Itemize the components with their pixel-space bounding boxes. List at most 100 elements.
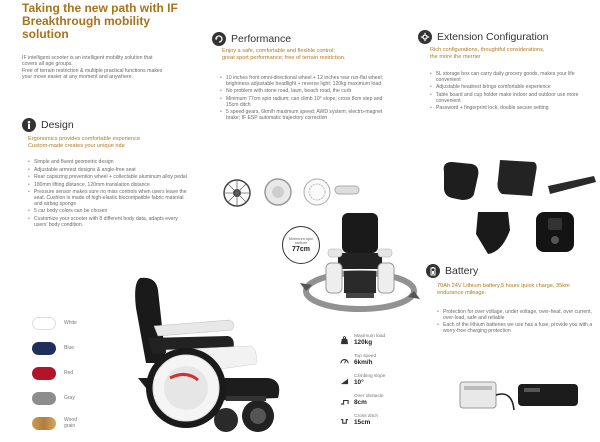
performance-bullet: No problem with stone road, lawn, beach … — [220, 89, 396, 96]
extension-sub-line: the more the merrier — [430, 54, 481, 60]
battery-charger-images — [459, 381, 578, 411]
extension-bullet: Table board and cup holder make indoor a… — [430, 92, 592, 105]
spec-item: Cross ditch 15cm — [340, 410, 385, 430]
color-swatch-gray[interactable] — [32, 391, 56, 405]
performance-bullet: Minimum 77cm spin radium; can climb 10° … — [220, 96, 396, 109]
spec-value: 10° — [354, 379, 364, 387]
extension-subtitle: Rich configurations, thoughtful consider… — [430, 47, 590, 61]
battery-subtitle: 70Ah 24V Lithium battery,5 hours quick c… — [437, 283, 597, 297]
spec-item: Climbing slope 10° — [340, 370, 385, 390]
spec-item: Maximum load 120kg — [340, 330, 385, 350]
design-sub-line: Ergonomics provides comfortable experien… — [28, 136, 140, 142]
ditch-icon — [340, 418, 349, 424]
color-option[interactable]: Blue — [32, 337, 86, 359]
table-board-image — [548, 176, 596, 194]
battery-sub-line: endurance mileage. — [437, 290, 487, 296]
spec-value: 15cm — [354, 419, 371, 427]
accessory-images — [443, 160, 596, 254]
color-label: Wood grain — [64, 417, 77, 429]
intro-text: IF intelligent scooter is an intelligent… — [22, 55, 202, 81]
extension-sub-line: Rich configurations, thoughtful consider… — [430, 47, 545, 53]
spec-label: Over obstacle — [354, 393, 384, 399]
design-bullet: Rear capsizing prevention wheel + collec… — [28, 174, 190, 181]
wheel-images — [223, 178, 360, 207]
design-icon — [22, 118, 36, 132]
design-subtitle: Ergonomics provides comfortable experien… — [28, 136, 208, 150]
extension-title: Extension Configuration — [437, 31, 549, 43]
performance-icon — [212, 32, 226, 46]
spin-radius-badge: Minimum spin radium 77cm — [282, 226, 320, 264]
design-bullet: Customize your scooter with 8 different … — [28, 216, 190, 229]
omni-wheel-image — [223, 179, 251, 207]
color-swatch-wood[interactable] — [32, 416, 56, 430]
cup-holder-image — [476, 212, 510, 254]
color-swatch-white[interactable] — [32, 316, 56, 330]
tire-tread-image — [334, 185, 360, 195]
design-bullet: Pressure sensor makes sure no miss contr… — [28, 189, 190, 208]
performance-bullet: 10 inches front omni-directional wheel +… — [220, 75, 396, 88]
intro-section: Taking the new path with IF Breakthrough… — [22, 2, 192, 41]
spec-label: Cross ditch — [354, 413, 378, 419]
battery-icon — [426, 264, 440, 278]
color-label: Gray — [64, 395, 75, 401]
extension-bullet: Adjustable headrest brings comfortable e… — [430, 85, 592, 92]
battery-header: Battery — [426, 264, 478, 278]
intro-text-line: your move easier at any moment and anywh… — [22, 74, 134, 81]
performance-title: Performance — [231, 33, 292, 45]
color-option[interactable]: Wood grain — [32, 412, 86, 434]
battery-bullet: Protection for over voltage, under volta… — [437, 309, 595, 322]
intro-text-line: Free of terrain restriction & multiple p… — [22, 67, 163, 74]
intro-title-line1: Taking the new path with IF — [22, 1, 178, 15]
spec-value: 6km/h — [354, 359, 373, 367]
color-swatch-red[interactable] — [32, 366, 56, 380]
spin-label-line1: Minimum spin — [288, 235, 314, 241]
performance-sub-line: great sport performance; free of terrain… — [222, 55, 346, 61]
design-header: Design — [22, 118, 74, 132]
design-bullet: Simple and fluent geometric design — [28, 159, 190, 166]
intro-text-line: IF intelligent scooter is an intelligent… — [22, 55, 153, 61]
slope-icon — [340, 378, 349, 384]
headrest-image — [497, 160, 537, 196]
intro-text-line: covers all age groups. — [22, 61, 73, 68]
design-bullets: Simple and fluent geometric design Adjus… — [28, 159, 190, 230]
spec-value: 120kg — [354, 339, 373, 347]
extension-icon — [418, 30, 432, 44]
side-wheel-image — [303, 178, 331, 206]
extension-bullet: Password + fingerprint lock, double secu… — [430, 105, 592, 112]
color-label: Blue — [64, 345, 75, 351]
speed-icon — [340, 358, 349, 363]
battery-bullet: Each of the lithium batteries we use has… — [437, 323, 595, 335]
performance-bullets: 10 inches front omni-directional wheel +… — [220, 75, 396, 124]
performance-bullet: 5 speed gears, 6km/h maximum speed; AWD … — [220, 109, 396, 122]
storage-box-image — [443, 162, 479, 200]
color-options: White Blue Red Gray Wood grain — [32, 312, 86, 434]
rear-wheel-image — [264, 178, 292, 206]
obstacle-icon — [340, 399, 349, 405]
design-bullet: 180mm lifting distance, 120mm translatio… — [28, 182, 190, 189]
scooter-side-image — [135, 277, 280, 432]
spec-item: Top speed 6km/h — [340, 350, 385, 370]
design-bullet: Adjustable armrest designs & angle-free … — [28, 167, 190, 174]
color-swatch-blue[interactable] — [32, 341, 56, 355]
spec-label: Top speed — [354, 353, 377, 359]
spec-label: Climbing slope — [354, 373, 386, 379]
weight-icon — [340, 335, 349, 344]
fingerprint-lock-image — [536, 212, 574, 252]
design-bullet: 5 car body colors can be chosen — [28, 208, 190, 215]
charger-image — [459, 381, 515, 411]
extension-header: Extension Configuration — [418, 30, 549, 44]
spin-value: 77cm — [292, 245, 310, 253]
intro-title-line2: Breakthrough mobility solution — [22, 14, 151, 41]
battery-pack-image — [518, 384, 578, 406]
design-title: Design — [41, 119, 74, 131]
color-option[interactable]: Gray — [32, 387, 86, 409]
color-option[interactable]: White — [32, 312, 86, 334]
spec-label: Maximum load — [354, 333, 386, 339]
spin-label-line2: radium — [294, 240, 308, 245]
specs-list: Maximum load 120kg Top speed 6km/h Climb… — [340, 330, 385, 430]
battery-bullets: Protection for over voltage, under volta… — [437, 309, 595, 337]
performance-sub-line: Enjoy a safe, comfortable and flexible c… — [222, 48, 335, 54]
spec-item: Over obstacle 8cm — [340, 390, 385, 410]
color-option[interactable]: Red — [32, 362, 86, 384]
color-label: Red — [64, 370, 74, 376]
